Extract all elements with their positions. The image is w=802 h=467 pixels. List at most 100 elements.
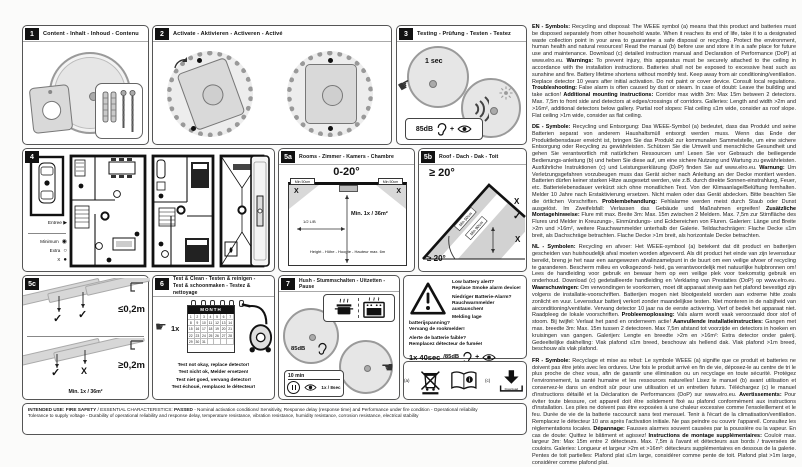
locking-pin-top	[328, 58, 333, 63]
minimum-symbol-icon: ◉	[61, 239, 67, 245]
beam-profile-icon	[130, 282, 143, 292]
legend-x-label: X	[57, 257, 61, 262]
ceiling-angle-label: 0-20°	[333, 166, 360, 178]
scene-divider	[27, 336, 144, 337]
manual-page: { "colors": {"black":"#111","gray_fill":…	[22, 24, 797, 466]
door-with-level	[250, 155, 270, 267]
alarm-signal-callout: 85dB +	[405, 118, 483, 140]
roof-angle-bottom-label: ≥ 20°	[427, 254, 446, 263]
mounting-plate-locked	[305, 64, 357, 124]
detector-test-press: 1 sec	[407, 46, 469, 108]
panel-rooms-header: 5a Rooms - Zimmer - Kamers - Chambre	[279, 149, 414, 165]
cooking-sources-callout	[323, 294, 395, 322]
panel-number: 6	[155, 278, 169, 290]
panel-symbols: (a) i (c) Download	[403, 361, 527, 400]
pressing-hand-icon: ☚	[381, 359, 394, 375]
plate-hole	[41, 99, 63, 121]
volume-label: 85dB	[291, 346, 306, 352]
x-symbol-icon: ●	[63, 256, 67, 263]
coverage-label: Min. 1x / 36m²	[351, 211, 388, 217]
pause-icon	[287, 381, 301, 394]
beam-depth-small-label: ≤0,2m	[118, 304, 145, 315]
panel-number: 5a	[281, 151, 295, 163]
no-mount-zone-left	[289, 185, 319, 209]
arrows	[57, 292, 85, 312]
entree-arrow-icon: ▶	[63, 221, 67, 226]
callout-divider	[357, 298, 359, 318]
ear-icon	[437, 122, 447, 136]
panel-title: Activate - Aktivieren - Activeren - Acti…	[173, 30, 283, 37]
panel-title: Hush - Stummschalten - Uitzetten - Pause	[299, 277, 386, 290]
x-mark: X	[396, 188, 401, 195]
warning-triangle-icon	[410, 282, 446, 315]
legend-divider	[28, 233, 66, 234]
panel-test-clean: 6 Test & Clean - Testen & reinigen -Test…	[152, 275, 275, 400]
coverage-label: Min. 1x / 36m²	[68, 389, 103, 395]
screws-box	[95, 83, 143, 139]
paragraph-nl: NL - Symbolen: Recycling en afvoer: Het …	[532, 244, 797, 353]
info-letter: i	[469, 377, 471, 383]
paragraph-de: DE - Symbole: Recycling und Entsorgung: …	[532, 123, 797, 239]
panel-rooms: 5a Rooms - Zimmer - Kamers - Chambre 0-2…	[278, 148, 415, 272]
oven-icon	[362, 297, 385, 318]
paragraph-en: EN - Symbols: Recycling and disposal: Th…	[532, 24, 797, 119]
panel-roof: 5b Roof - Dach - Dak - Toit ≥ 20° Min 50…	[418, 148, 527, 272]
press-time-label: 1 sec	[425, 58, 443, 65]
min-distance-left: Min 50cm	[290, 178, 315, 185]
detector-on-ceiling	[339, 185, 358, 192]
check-mark: ✓	[53, 313, 63, 325]
panel-hush-header: 7 Hush - Stummschalten - Uitzetten - Pau…	[279, 276, 399, 292]
no-mount-zone-right	[376, 185, 406, 209]
weee-bin-icon	[420, 370, 440, 394]
panel-testing-header: 3 Testing - Prüfung - Testen - Testez	[397, 26, 526, 42]
x-mark: X	[294, 188, 299, 195]
download-icon: Download	[500, 369, 524, 392]
panel-number: 5b	[421, 151, 435, 163]
volume-label: 85dB	[415, 125, 434, 133]
panel-number: 1	[25, 28, 39, 40]
x-mark: X	[515, 235, 521, 244]
hush-mode-callout: 10 min 1x / 8sec	[284, 370, 344, 397]
plus-label: +	[450, 125, 455, 133]
check-mark: ✓	[513, 211, 522, 222]
symbol-c-label: (c)	[485, 378, 491, 383]
garage-floorplan	[29, 155, 65, 217]
dimension-arrows	[297, 195, 349, 263]
calendar-month-header: MONTH	[188, 306, 234, 314]
footer-characteristics: INTENDED USE: FIRE SAFETY / ESSENTIAL CH…	[22, 403, 527, 435]
panel-test-clean-header: 6 Test & Clean - Testen & reinigen -Test…	[153, 276, 274, 297]
hush-indicators: 1x / 8sec	[287, 381, 341, 394]
download-label: Download	[505, 386, 519, 390]
panel-number: 2	[155, 28, 169, 40]
panel-title: Testing - Prüfung - Testen - Testez	[417, 30, 511, 37]
cooking-pot-icon	[334, 298, 353, 315]
blink-rate-label: 1x / 8sec	[321, 385, 341, 390]
mounting-plate-image	[28, 84, 74, 134]
panel-number: 7	[281, 278, 295, 290]
roof-angle-top-label: ≥ 20°	[429, 167, 455, 179]
panel-title: Roof - Dach - Dak - Toit	[439, 153, 499, 160]
language-column: EN - Symbols: Recycling and disposal: Th…	[532, 24, 797, 466]
panel-content: 1 Content - Inhalt - Inhoud - Contenu	[22, 25, 149, 145]
panel-low-battery: Low battery alert? Replace Smoke alarm d…	[403, 275, 527, 364]
panel-number: 4	[25, 151, 39, 163]
pause-duration-label: 10 min	[287, 373, 341, 380]
screws-and-plugs-icon	[102, 90, 136, 132]
panel-number: 3	[399, 28, 413, 40]
paragraph-fr: FR - Symbole: Recyclage et mise au rebut…	[532, 357, 797, 466]
plus-label: +	[475, 353, 480, 361]
locking-pin-bottom	[328, 126, 333, 131]
min-distance-right: Min 50cm	[378, 178, 403, 185]
beam-profile-icon	[130, 340, 143, 350]
legend-minimum-label: Minimum	[40, 239, 59, 244]
beam-scene-far: ✓ X ≥0,2m	[23, 338, 150, 386]
upper-floor-plan	[151, 154, 215, 268]
plate-screw	[48, 89, 53, 95]
locking-pin-top	[197, 58, 202, 63]
panel-activate-header: 2 Activate - Aktivieren - Activeren - Ac…	[153, 26, 391, 42]
panel-activate: 2 Activate - Aktivieren - Activeren - Ac…	[152, 25, 392, 145]
detector-button	[364, 365, 371, 372]
ear-icon	[318, 342, 327, 355]
